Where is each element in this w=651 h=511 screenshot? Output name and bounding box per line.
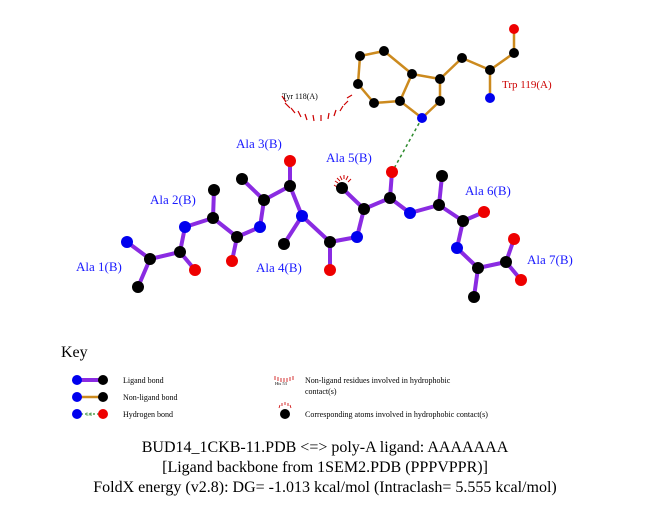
key-hydrogen-bond-label: Hydrogen bond [123,410,173,419]
carbon-atom [379,46,389,56]
oxygen-atom [324,264,336,276]
carbon-atom [258,194,270,206]
residue-label-ala4: Ala 4(B) [256,260,302,275]
key-hbond-length: 3.0 [86,413,93,418]
oxygen-atom [226,255,238,267]
key-corresponding-atoms-label: Corresponding atoms involved in hydropho… [305,410,488,419]
carbon-atom [324,236,336,248]
nitrogen-atom [296,210,308,222]
oxygen-atom [508,233,520,245]
residue-label-ala7: Ala 7(B) [527,252,573,267]
carbon-atom [284,180,296,192]
key-title: Key [61,344,88,361]
carbon-atom [353,79,363,89]
carbon-atom [132,281,144,293]
nitrogen-atom [485,93,495,103]
carbon-atom [369,98,379,108]
ala5-hydrophobic-arc [333,175,352,188]
nitrogen-atom [404,207,416,219]
carbon-atom [509,48,519,58]
ligand-atoms [121,155,527,303]
carbon-atom [231,231,243,243]
carbon-atom [435,74,445,84]
carbon-atom [236,173,248,185]
carbon-atom [433,199,445,211]
carbon-atom [457,215,469,227]
residue-label-trp119: Trp 119(A) [502,79,552,91]
residue-label-ala1: Ala 1(B) [76,259,122,274]
residue-label-ala5: Ala 5(B) [326,150,372,165]
oxygen-atom [189,264,201,276]
tyr118-hydrophobic-arc [281,94,353,122]
oxygen-atom [386,166,398,178]
key-hydrophobic-sample-label: His 53 [275,381,288,386]
residue-label-tyr118: Tyr 118(A) [282,92,318,101]
residue-label-ala3: Ala 3(B) [236,136,282,151]
nitrogen-atom [417,113,427,123]
carbon-atom [144,253,156,265]
key-hydrophobic-residues-label-1: Non-ligand residues involved in hydropho… [305,376,451,385]
oxygen-atom [509,24,519,34]
carbon-atom [278,238,290,250]
carbon-atom [500,256,512,268]
nitrogen-atom [451,242,463,254]
key-hydrophobic-residues-label-2: contact(s) [305,387,337,396]
carbon-atom [435,96,445,106]
carbon-atom [395,96,405,106]
key-ligand-bond-sample [72,375,108,385]
carbon-atom [174,246,186,258]
caption-line-1: BUD14_1CKB-11.PDB <=> poly-A ligand: AAA… [142,439,509,456]
key-nonligand-bond-label: Non-ligand bond [123,393,177,402]
carbon-atom [358,203,370,215]
residue-label-ala6: Ala 6(B) [465,183,511,198]
key-corresponding-atom-sample [278,402,292,419]
nitrogen-atom [351,231,363,243]
caption-line-3: FoldX energy (v2.8): DG= -1.013 kcal/mol… [93,479,556,496]
carbon-atom [336,182,348,194]
nitrogen-atom [121,236,133,248]
carbon-atom [485,65,495,75]
key-nonligand-bond-sample [72,392,108,402]
carbon-atom [355,51,365,61]
hydrogen-bond [391,117,423,173]
oxygen-atom [284,155,296,167]
carbon-atom [468,291,480,303]
nitrogen-atom [179,221,191,233]
key-ligand-bond-label: Ligand bond [123,376,164,385]
oxygen-atom [478,206,490,218]
key-hydrogen-bond-sample: 3.0 [72,409,108,419]
carbon-atom [457,53,467,63]
carbon-atom [472,262,484,274]
carbon-atom [207,212,219,224]
caption-line-2: [Ligand backbone from 1SEM2.PDB (PPPVPPR… [162,459,488,476]
trp119-atoms [353,24,519,123]
carbon-atom [208,184,220,196]
residue-label-ala2: Ala 2(B) [150,192,196,207]
carbon-atom [436,170,448,182]
key-hydrophobic-residue-sample [274,376,294,382]
oxygen-atom [515,274,527,286]
carbon-atom [407,69,417,79]
nitrogen-atom [254,221,266,233]
carbon-atom [384,192,396,204]
